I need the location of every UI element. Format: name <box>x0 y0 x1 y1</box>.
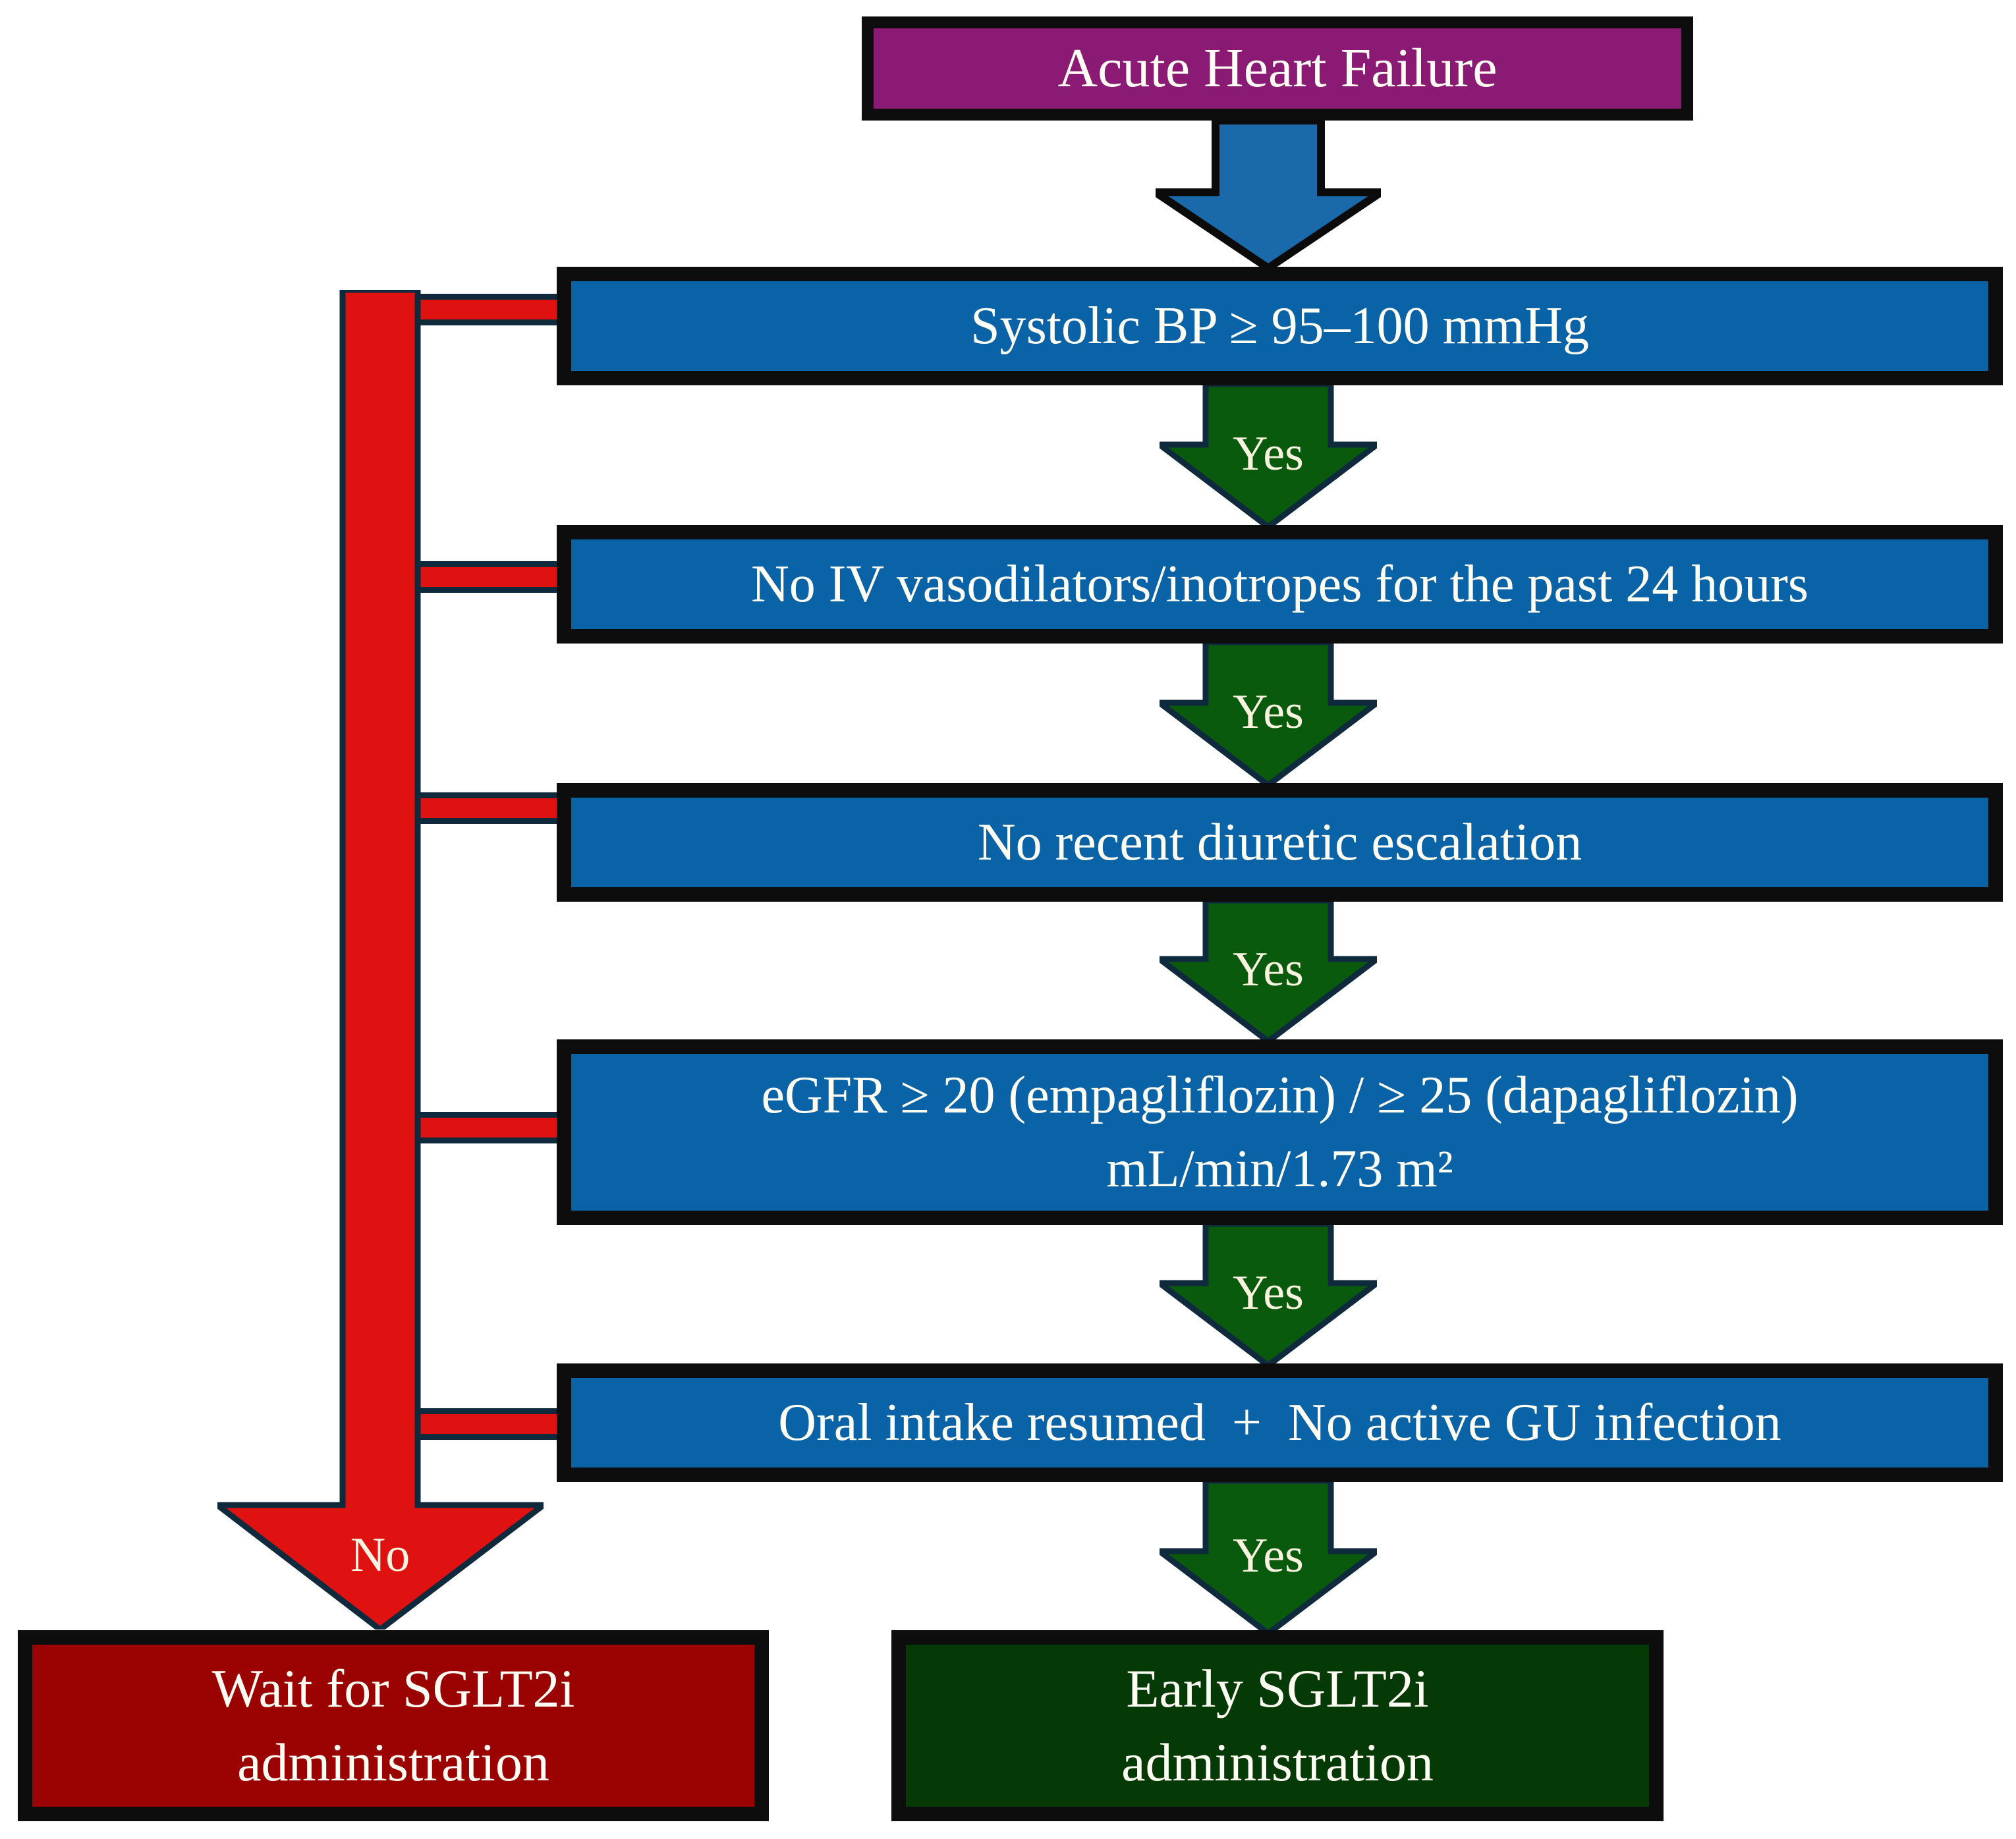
criterion-egfr-label-line2: mL/min/1.73 m² <box>1106 1140 1453 1198</box>
outcome-wait-line1: Wait for SGLT2i <box>211 1659 575 1718</box>
start-node-acute-heart-failure: Acute Heart Failure <box>862 16 1693 121</box>
criterion-no-iv-vasodilators: No IV vasodilators/inotropes for the pas… <box>557 525 2003 644</box>
yes-label-3: Yes <box>1233 943 1304 997</box>
yes-arrow-4 <box>1160 1224 1377 1365</box>
no-branch-1 <box>413 294 568 325</box>
criterion-egfr-label-line1: eGFR ≥ 20 (empagliflozin) / ≥ 25 (dapagl… <box>761 1066 1799 1124</box>
outcome-wait-box: Wait for SGLT2i administration <box>18 1630 769 1821</box>
yes-label-2: Yes <box>1233 685 1304 739</box>
yes-label-1: Yes <box>1233 427 1304 481</box>
outcome-early-line1: Early SGLT2i <box>1126 1659 1429 1718</box>
start-down-arrow <box>1156 121 1381 268</box>
no-branch-2 <box>413 561 568 593</box>
start-node-label: Acute Heart Failure <box>1057 38 1498 99</box>
criterion-no-diuretic-escalation-label: No recent diuretic escalation <box>977 813 1582 871</box>
yes-label-5: Yes <box>1233 1529 1304 1583</box>
yes-arrow-3 <box>1160 900 1377 1041</box>
yes-arrow-5 <box>1160 1481 1377 1633</box>
criterion-no-diuretic-escalation: No recent diuretic escalation <box>557 783 2003 902</box>
outcome-early-line2: administration <box>1121 1732 1434 1792</box>
criterion-oral-intake-gu-label: Oral intake resumed + No active GU infec… <box>778 1394 1781 1452</box>
criterion-no-iv-vasodilators-label: No IV vasodilators/inotropes for the pas… <box>751 555 1808 613</box>
criterion-systolic-bp: Systolic BP ≥ 95–100 mmHg <box>557 267 2003 385</box>
criterion-systolic-bp-label: Systolic BP ≥ 95–100 mmHg <box>970 297 1589 355</box>
outcome-wait-line2: administration <box>237 1732 549 1792</box>
criterion-oral-intake-gu: Oral intake resumed + No active GU infec… <box>557 1363 2003 1482</box>
no-label: No <box>350 1528 410 1582</box>
yes-label-4: Yes <box>1233 1266 1304 1320</box>
yes-arrow-1 <box>1160 384 1377 527</box>
yes-arrow-2 <box>1160 642 1377 785</box>
no-branch-3 <box>413 792 568 824</box>
criterion-egfr: eGFR ≥ 20 (empagliflozin) / ≥ 25 (dapagl… <box>557 1039 2003 1225</box>
no-branch-4 <box>413 1112 568 1143</box>
no-branch-5 <box>413 1408 568 1440</box>
no-arrow <box>217 290 544 1630</box>
outcome-early-box: Early SGLT2i administration <box>891 1630 1664 1821</box>
